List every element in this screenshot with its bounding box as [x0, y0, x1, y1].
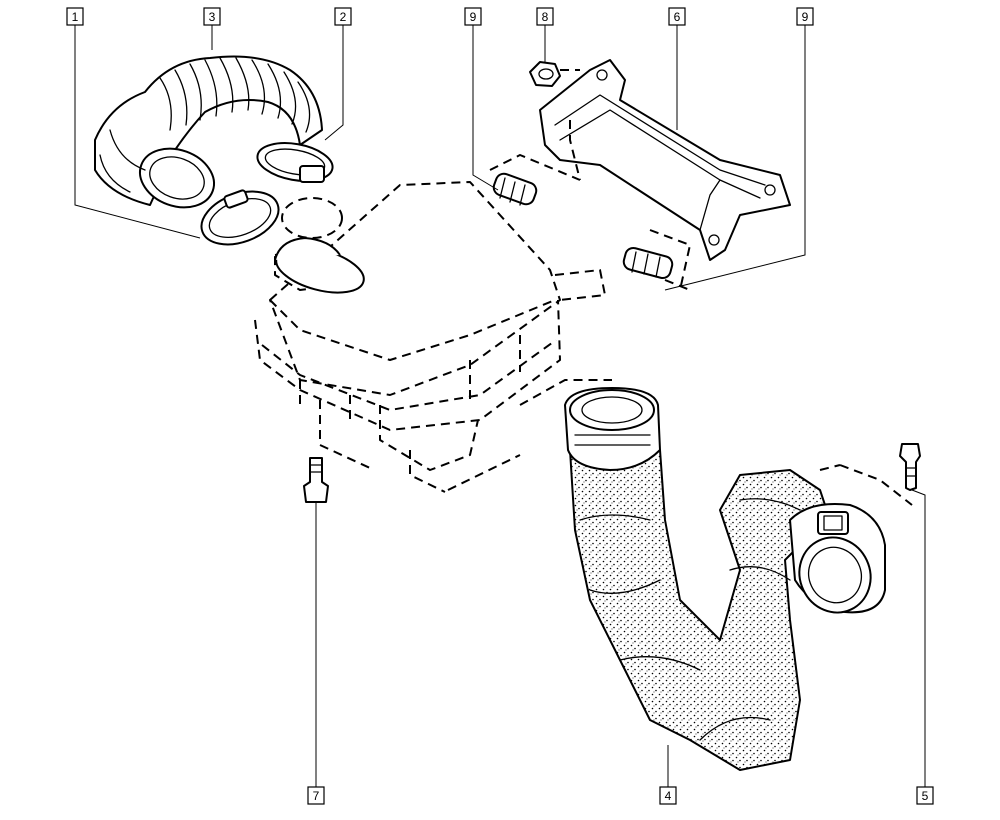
housing-bolt — [303, 457, 329, 503]
upper-air-hose — [94, 55, 323, 209]
callout-5: 5 — [916, 786, 934, 805]
callout-1: 1 — [66, 7, 84, 26]
callout-label: 2 — [340, 10, 347, 24]
callout-label: 7 — [313, 789, 320, 803]
rubber-grommet-upper — [492, 172, 538, 206]
callout-label: 9 — [470, 10, 477, 24]
mounting-bracket — [539, 59, 791, 261]
hose-clamp-1 — [200, 189, 280, 246]
callout-label: 1 — [72, 10, 79, 24]
air-filter-housing — [254, 181, 606, 493]
lower-intake-duct — [447, 379, 831, 771]
intake-screw — [899, 443, 921, 491]
callout-label: 3 — [209, 10, 216, 24]
intake-scoop — [789, 464, 913, 614]
callout-8: 8 — [536, 7, 554, 26]
callout-9-upper: 9 — [464, 7, 482, 26]
rubber-grommet-lower — [622, 246, 674, 280]
callout-label: 9 — [802, 10, 809, 24]
callout-6: 6 — [668, 7, 686, 26]
callout-3: 3 — [203, 7, 221, 26]
callout-label: 5 — [922, 789, 929, 803]
leader-lines — [74, 24, 926, 788]
bracket-nut — [529, 61, 561, 87]
callout-7: 7 — [307, 786, 325, 805]
hose-clamp-2 — [256, 142, 334, 183]
callout-2: 2 — [334, 7, 352, 26]
callout-label: 8 — [542, 10, 549, 24]
housing-inlet-collar — [274, 237, 365, 294]
callout-label: 4 — [665, 789, 672, 803]
callout-label: 6 — [674, 10, 681, 24]
callout-4: 4 — [659, 786, 677, 805]
callout-9-lower: 9 — [796, 7, 814, 26]
bracket-assembly-lines — [489, 69, 691, 291]
